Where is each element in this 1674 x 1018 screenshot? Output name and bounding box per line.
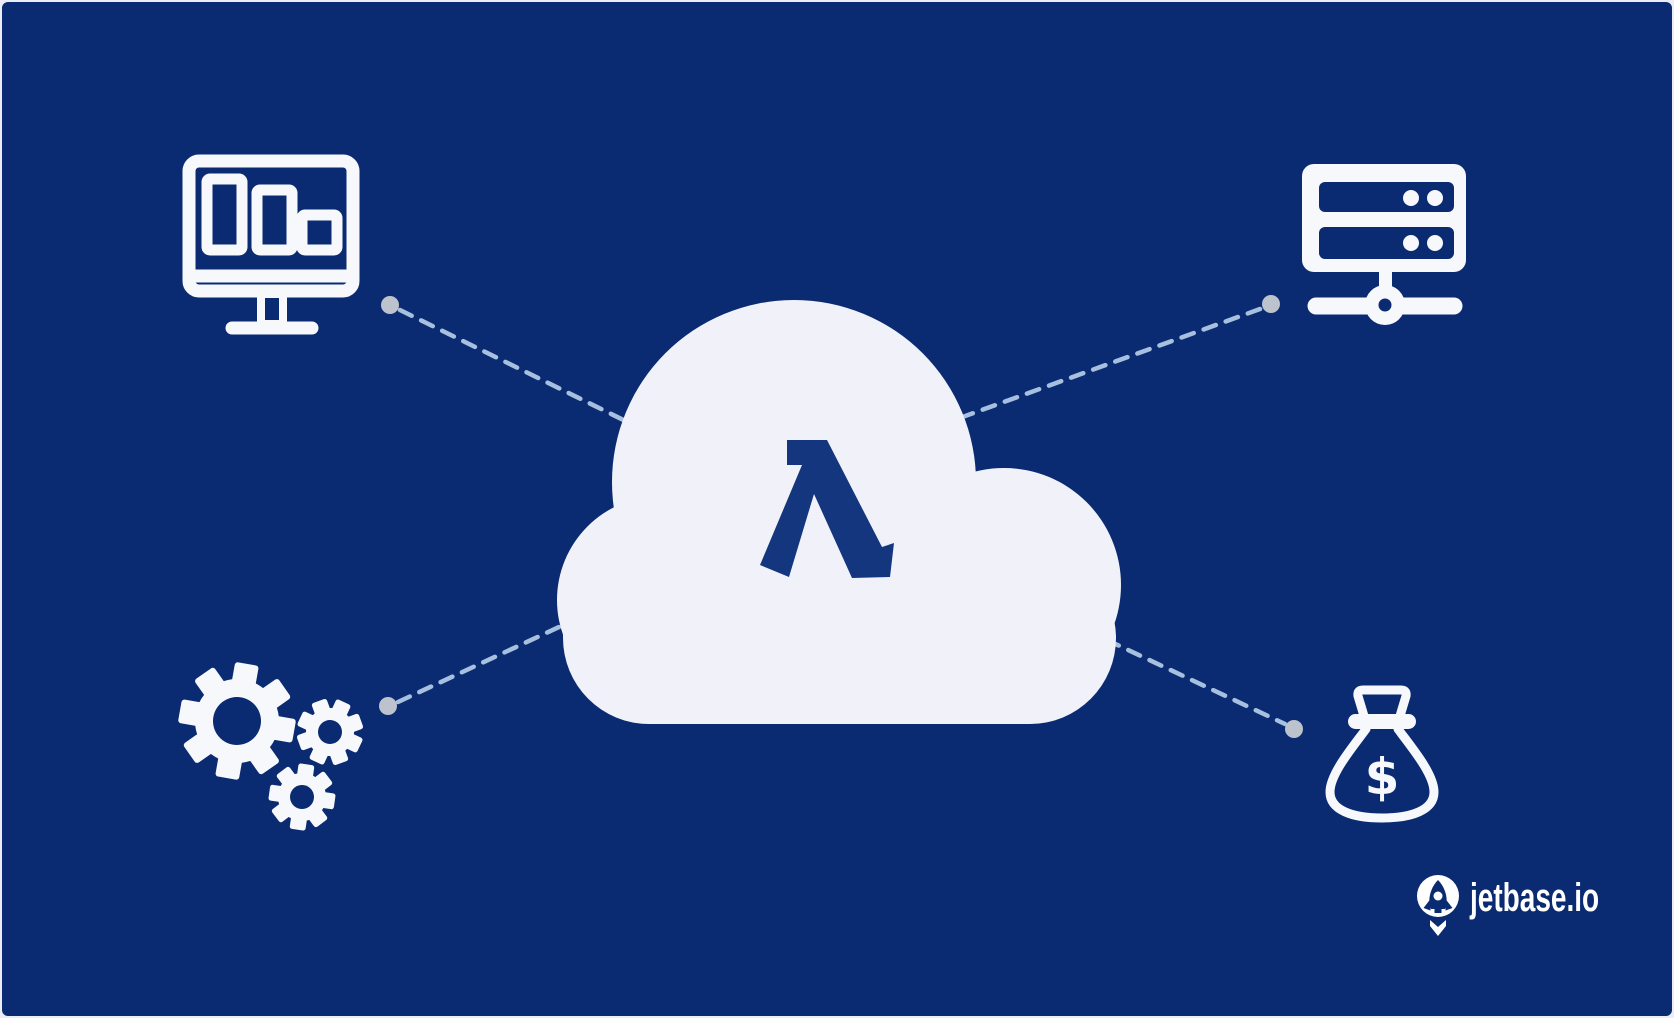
- logo-text: jetbase.io: [1470, 876, 1600, 920]
- rocket-icon: [1417, 875, 1459, 936]
- gear-medium: [296, 698, 364, 766]
- bar-medium: [251, 184, 298, 256]
- bag-tie: [1348, 714, 1416, 729]
- server-row-2: [1319, 227, 1454, 259]
- bag-top: [1353, 685, 1411, 721]
- cloud-shape: [557, 300, 1121, 724]
- lambda-cloud-icon: [557, 300, 1121, 724]
- connector-top-right: [954, 306, 1263, 422]
- server-leds: [1403, 190, 1443, 251]
- endpoint-dot-bottom-left: [379, 697, 397, 715]
- monitor-chart-icon: [182, 154, 360, 335]
- lambda-symbol: [760, 440, 894, 578]
- endpoint-dot-top-right: [1262, 295, 1280, 313]
- money-bag-icon: $: [1325, 685, 1439, 823]
- monitor-stand: [257, 290, 287, 328]
- endpoint-dot-top-left: [381, 296, 399, 314]
- connector-top-left: [397, 307, 665, 442]
- connector-bottom-right: [1104, 637, 1288, 727]
- rocket-flame: [1430, 920, 1446, 936]
- server-network-icon: [1302, 164, 1466, 325]
- dollar-sign: $: [1365, 748, 1400, 806]
- bar-small: [296, 209, 343, 256]
- gear-small: [268, 763, 336, 831]
- endpoint-dot-bottom-right: [1285, 720, 1303, 738]
- gear-large: [178, 662, 296, 780]
- bag-body: [1325, 724, 1439, 823]
- gears-icon: [178, 662, 364, 831]
- bar-tall: [201, 173, 248, 256]
- jetbase-logo: jetbase.io: [1416, 874, 1666, 944]
- server-row-1: [1319, 182, 1454, 212]
